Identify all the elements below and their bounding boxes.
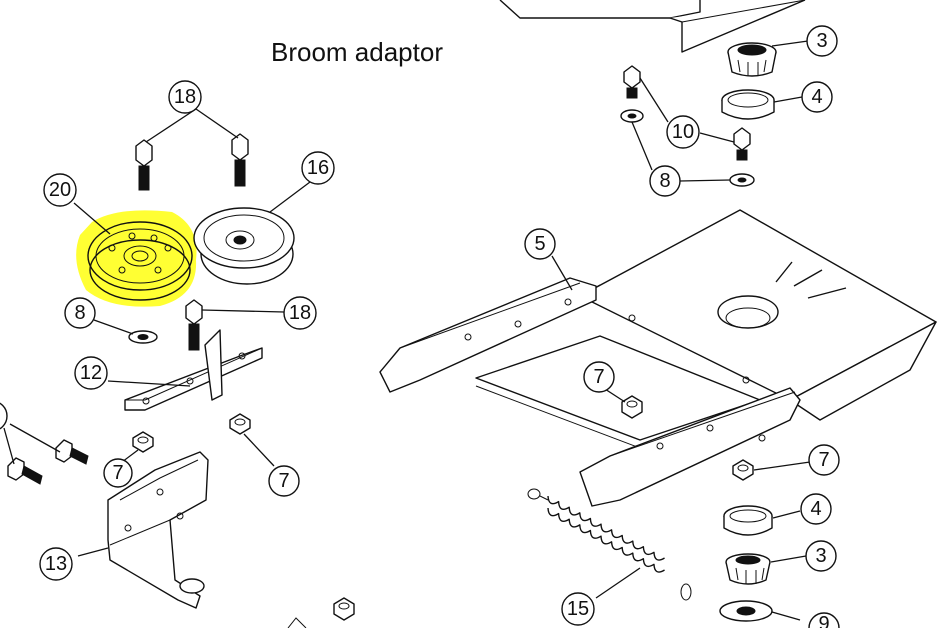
- callout-15: 15: [561, 592, 595, 626]
- callout-18-top: 18: [168, 80, 202, 114]
- svg-text:7: 7: [818, 449, 829, 471]
- bolt-18-right: [231, 133, 249, 187]
- bolt-10-lower: [733, 127, 751, 161]
- svg-text:3: 3: [815, 545, 826, 567]
- svg-text:13: 13: [45, 553, 67, 575]
- cup-4-bottom: [723, 505, 773, 536]
- leader-lines: [3, 40, 811, 621]
- bolt-10-top: [623, 65, 641, 99]
- top-frame-fragment: [499, 0, 806, 53]
- washer-8-right-hole: [737, 177, 747, 183]
- svg-text:7: 7: [593, 366, 604, 388]
- pulley-part-16: [193, 207, 295, 285]
- callout-9-partial: 9: [808, 612, 840, 628]
- svg-text:4: 4: [810, 498, 821, 520]
- bolt-18-left: [135, 139, 153, 191]
- svg-text:12: 12: [80, 362, 102, 384]
- callout-16: 16: [301, 151, 335, 185]
- callout-18-middle: 18: [283, 296, 317, 330]
- svg-text:15: 15: [567, 598, 589, 620]
- callout-partial-left: [0, 402, 8, 430]
- pulley-part-20[interactable]: [87, 221, 193, 301]
- washer-9: [719, 600, 773, 622]
- bearing-3-bottom: [725, 553, 771, 585]
- left-bolts-fragment: [7, 439, 89, 485]
- callout-13: 13: [39, 547, 73, 581]
- nut-7-c: [621, 395, 643, 419]
- svg-text:8: 8: [74, 302, 85, 324]
- callout-10: 10: [666, 115, 700, 149]
- svg-text:10: 10: [672, 121, 694, 143]
- svg-text:16: 16: [307, 157, 329, 179]
- callout-4-top: 4: [801, 81, 833, 113]
- svg-text:7: 7: [112, 462, 123, 484]
- callout-12: 12: [74, 356, 108, 390]
- callout-8-left: 8: [64, 297, 96, 329]
- svg-text:4: 4: [811, 86, 822, 108]
- spring-part-15: [527, 488, 692, 601]
- svg-text:8: 8: [659, 170, 670, 192]
- bottom-fragment: [287, 617, 307, 628]
- washer-8-left-hole: [137, 334, 149, 340]
- svg-text:7: 7: [278, 470, 289, 492]
- bracket-part-12: [124, 329, 263, 411]
- svg-text:5: 5: [534, 233, 545, 255]
- callout-7-left: 7: [103, 458, 133, 488]
- diagram-title: Broom adaptor: [271, 37, 443, 67]
- svg-text:18: 18: [174, 86, 196, 108]
- callout-7-right: 7: [808, 444, 840, 476]
- svg-text:3: 3: [816, 30, 827, 52]
- callout-5: 5: [524, 228, 556, 260]
- cup-4-top: [721, 89, 775, 120]
- callout-8-upper: 8: [649, 165, 681, 197]
- callout-7-frame: 7: [583, 361, 615, 393]
- callout-7-center: 7: [268, 465, 300, 497]
- nut-bottom: [333, 597, 355, 621]
- broom-adaptor-frame-part-5: [379, 209, 937, 507]
- svg-text:20: 20: [49, 179, 71, 201]
- callout-3-top: 3: [806, 25, 838, 57]
- bearing-3-top: [727, 42, 777, 77]
- nut-7-b: [229, 413, 251, 435]
- bracket-part-13: [107, 451, 209, 609]
- bolt-18-middle: [185, 299, 203, 351]
- nut-7-d: [732, 459, 754, 481]
- svg-text:9: 9: [818, 613, 829, 628]
- washer-8-upper-hole: [627, 113, 637, 119]
- nut-7-a: [132, 431, 154, 453]
- callout-20: 20: [43, 173, 77, 207]
- callout-4-bottom: 4: [800, 493, 832, 525]
- callout-3-bottom: 3: [805, 540, 837, 572]
- svg-text:18: 18: [289, 302, 311, 324]
